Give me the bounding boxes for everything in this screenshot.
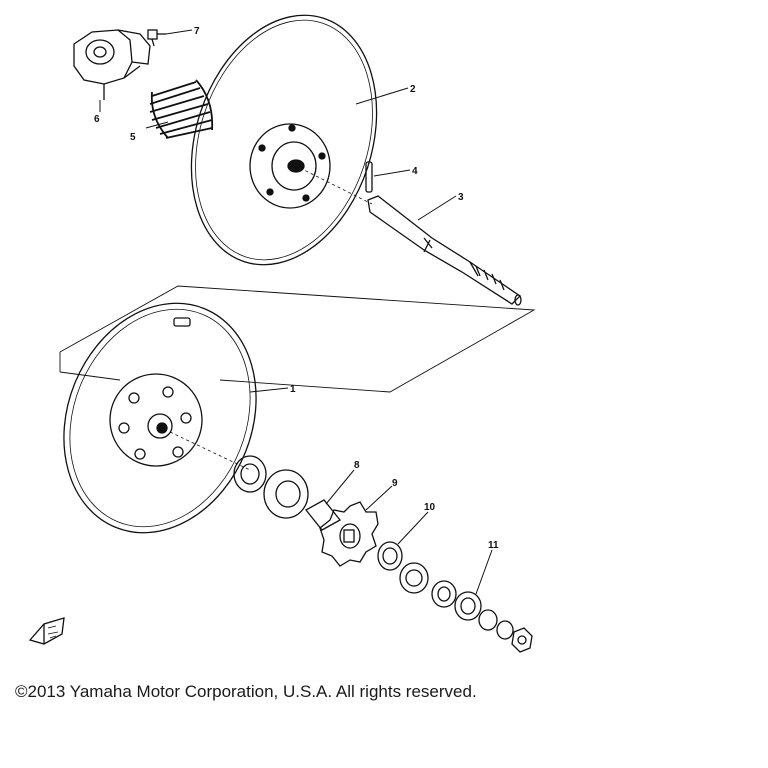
fwd-arrow-icon: [28, 617, 65, 645]
part-9-sprocket: [319, 501, 379, 567]
callout-8: 8: [354, 460, 360, 471]
assembly-outline: [59, 285, 536, 393]
part-8-bearing: [233, 455, 341, 531]
part-11-washer-nut: [454, 591, 533, 653]
part-5-spring: [149, 79, 214, 139]
part-3-shaft: [299, 167, 522, 306]
callout-1: 1: [290, 384, 296, 395]
callout-4: 4: [412, 166, 418, 177]
callout-2: 2: [410, 84, 416, 95]
callout-10: 10: [424, 502, 436, 513]
callout-6: 6: [94, 114, 100, 125]
part-7-screw: [147, 29, 166, 47]
part-1-movable-sheave: [63, 302, 257, 534]
callout-11: 11: [488, 540, 499, 551]
callout-7: 7: [194, 26, 200, 37]
callout-9: 9: [392, 478, 398, 489]
callout-leaders: [99, 29, 493, 595]
part-6-bracket: [73, 29, 151, 100]
part-4-pin: [365, 161, 373, 193]
part-10-collar: [377, 541, 457, 608]
callout-3: 3: [458, 192, 464, 203]
copyright-notice: ©2013 Yamaha Motor Corporation, U.S.A. A…: [15, 682, 477, 701]
callout-5: 5: [130, 132, 136, 143]
part-2-fixed-sheave: [190, 14, 378, 266]
